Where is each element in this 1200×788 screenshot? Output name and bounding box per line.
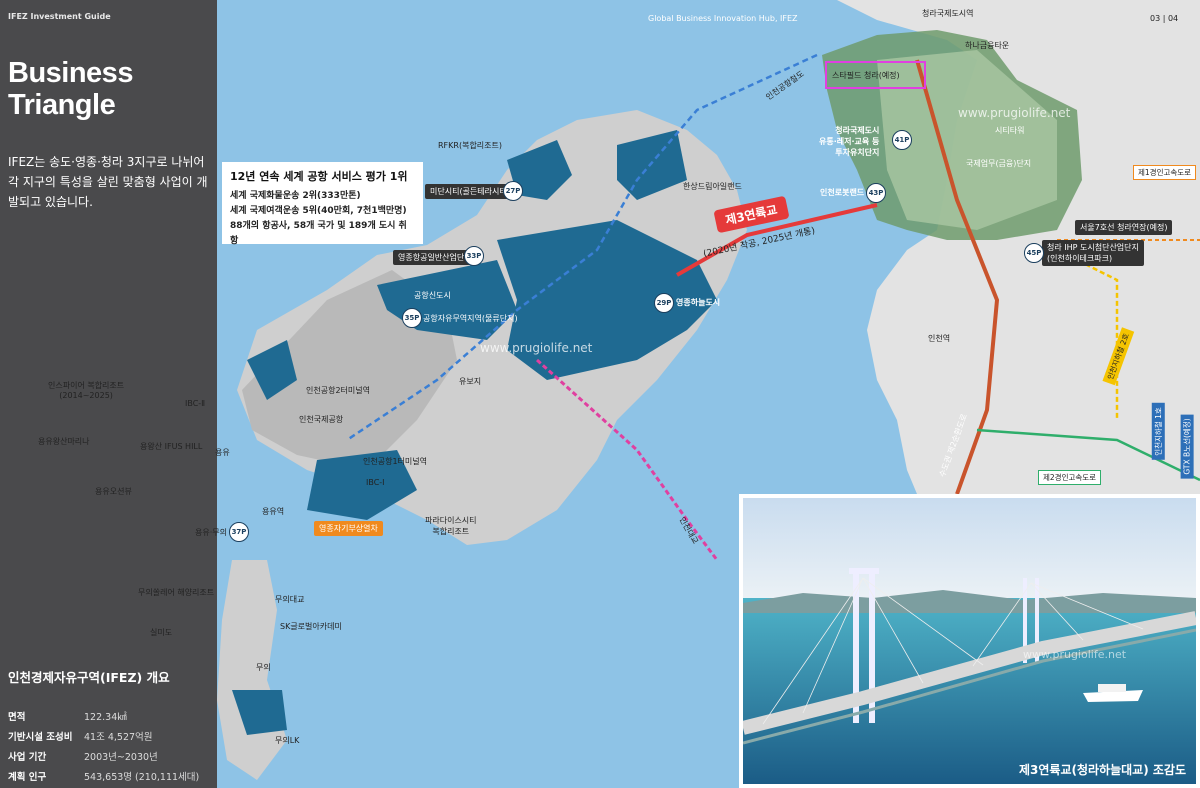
cheongna-inner bbox=[877, 50, 1057, 230]
map-label: 청라국제도시 유통·레저·교육 등 투자유치단지 bbox=[819, 126, 880, 157]
map-label: 인천국제공항 bbox=[299, 415, 344, 424]
callout-heading: 12년 연속 세계 공항 서비스 평가 1위 bbox=[230, 170, 408, 183]
stat-value: 122.34㎢ bbox=[84, 712, 127, 723]
muui-island bbox=[217, 560, 287, 780]
bridge-rendering: www.prugiolife.net bbox=[743, 498, 1196, 784]
map-label: 용유왕산마리나 bbox=[38, 437, 90, 446]
map-label: 공항자유무역지역(물류단지) bbox=[423, 314, 518, 323]
stat-row: 사업 기간 2003년~2030년 bbox=[8, 746, 213, 766]
title-line-1: Business bbox=[8, 57, 133, 89]
zone-inspire bbox=[247, 340, 297, 400]
map-label: 미단시티(골든테라시티) bbox=[425, 184, 515, 199]
watermark: www.prugiolife.net bbox=[958, 106, 1071, 120]
road-label: 제1경인고속도로 bbox=[1133, 165, 1197, 180]
title-line-2: Triangle bbox=[8, 89, 116, 121]
sudogwon-road bbox=[915, 59, 1000, 495]
stat-row: 면적 122.34㎢ bbox=[8, 706, 213, 726]
map-label: 파라다이스시티 복합리조트 bbox=[425, 516, 477, 536]
map-label: 영종하늘도시 bbox=[676, 298, 721, 307]
hub-label: Global Business Innovation Hub, IFEZ bbox=[648, 14, 798, 23]
overview-title: 인천경제자유구역(IFEZ) 개요 bbox=[8, 670, 170, 685]
stat-label: 면적 bbox=[8, 712, 26, 723]
road-label: GTX B노선(예정) bbox=[1180, 414, 1194, 479]
map-label: 용유 bbox=[215, 448, 230, 457]
airport-callout: 12년 연속 세계 공항 서비스 평가 1위 세계 국제화물운송 2위(333만… bbox=[222, 162, 423, 246]
map-label: RFKR(복합리조트) bbox=[438, 141, 503, 150]
map-label: 무의LK bbox=[275, 736, 300, 745]
stat-value: 41조 4,527억원 bbox=[84, 732, 153, 743]
map-label: 용왕산 IFUS HILL bbox=[140, 442, 203, 451]
airport-railway bbox=[346, 53, 818, 442]
map-label: 인천공항1터미널역 bbox=[363, 457, 427, 466]
watermark: www.prugiolife.net bbox=[480, 341, 593, 355]
map-label: 영종자기부상열차 bbox=[314, 521, 383, 536]
road-label: 서울7호선 청라연장(예정) bbox=[1075, 220, 1173, 235]
page-marker: 33P bbox=[464, 246, 484, 266]
callout-line: 세계 국제여객운송 5위(40만회, 7천1백만명) bbox=[230, 206, 407, 216]
muui-lk bbox=[232, 690, 287, 735]
page-marker: 43P bbox=[866, 183, 886, 203]
map-label: SK글로벌아카데미 bbox=[280, 622, 342, 631]
callout-line: 88개의 항공사, 58개 국가 및 189개 도시 취항 bbox=[230, 221, 407, 246]
inset-caption: 제3연륙교(청라하늘대교) 조감도 bbox=[1018, 763, 1186, 777]
map-label: 인천역 bbox=[928, 334, 951, 343]
map-label: 스타필드 청라(예정) bbox=[832, 71, 900, 80]
stat-value: 543,653명 (210,111세대) bbox=[84, 772, 200, 783]
map-label: 인천로봇랜드 bbox=[820, 188, 865, 197]
zone-sky-city bbox=[497, 220, 717, 380]
map-label: 한상드림아일랜드 bbox=[683, 182, 742, 191]
incheon-bridge-line bbox=[535, 358, 719, 561]
callout-line: 세계 국제화물운송 2위(333만톤) bbox=[230, 191, 361, 201]
map-label: 청라 IHP 도시첨단산업단지 (인천하이테크파크) bbox=[1042, 240, 1144, 266]
map-label: 실미도 bbox=[150, 628, 173, 637]
zone-ibc1 bbox=[307, 450, 417, 520]
bridge-rendering-inset: www.prugiolife.net 제3연륙교(청라하늘대교) 조감도 bbox=[739, 494, 1200, 788]
map-label: IBC-Ⅰ bbox=[366, 478, 385, 487]
map-label: 무의대교 bbox=[275, 595, 305, 604]
map-label: 용유오션뷰 bbox=[95, 487, 132, 496]
description: IFEZ는 송도·영종·청라 3지구로 나뉘어 각 지구의 특성을 살린 맞춤형… bbox=[8, 155, 208, 209]
page-marker: 35P bbox=[402, 308, 422, 328]
zone-midan bbox=[507, 140, 572, 200]
stat-row: 계획 인구 543,653명 (210,111세대) bbox=[8, 766, 213, 786]
road-label: 제2경인고속도로 bbox=[1038, 470, 1102, 485]
map-label: 용유·무의 bbox=[195, 528, 227, 537]
sidebar: IFEZ Investment Guide Business Triangle … bbox=[0, 0, 217, 788]
map-label: 시티타워 bbox=[995, 126, 1025, 135]
map-label: 영종항공일반산업단지 bbox=[393, 250, 477, 265]
map-canvas bbox=[217, 0, 1200, 780]
map-label: 하나금융타운 bbox=[965, 41, 1010, 50]
inset-watermark: www.prugiolife.net bbox=[1023, 648, 1127, 661]
map-label: 유보지 bbox=[459, 377, 482, 386]
map-label: 인천공항2터미널역 bbox=[306, 386, 370, 395]
map-label: 국제업무(금융)단지 bbox=[966, 159, 1032, 168]
page-marker: 45P bbox=[1024, 243, 1044, 263]
page-marker: 37P bbox=[229, 522, 249, 542]
zone-hansang bbox=[617, 130, 687, 200]
line-green bbox=[976, 428, 1200, 482]
page-title: Business Triangle bbox=[8, 57, 133, 121]
map-label: 무의쏠레어 해양리조트 bbox=[138, 588, 215, 597]
page-marker: 29P bbox=[654, 293, 674, 313]
starfield-highlight bbox=[825, 61, 926, 89]
page-marker: 27P bbox=[503, 181, 523, 201]
map-label: 용유역 bbox=[262, 507, 285, 516]
stat-label: 사업 기간 bbox=[8, 752, 47, 763]
map-label: 무의 bbox=[256, 663, 271, 672]
map-label: IBC-Ⅱ bbox=[185, 399, 206, 408]
road-label: 인천지하철 1호 bbox=[1151, 403, 1165, 460]
stat-label: 계획 인구 bbox=[8, 772, 47, 783]
page-marker: 41P bbox=[892, 130, 912, 150]
stat-label: 기반시설 조성비 bbox=[8, 732, 73, 743]
page-numbers: 03 | 04 bbox=[1150, 14, 1179, 23]
third-bridge-line bbox=[676, 203, 878, 277]
guide-label: IFEZ Investment Guide bbox=[8, 12, 111, 21]
stats-table: 면적 122.34㎢ 기반시설 조성비 41조 4,527억원 사업 기간 2003년… bbox=[8, 706, 213, 786]
stat-row: 기반시설 조성비 41조 4,527억원 bbox=[8, 726, 213, 746]
map-label: 인스파이어 복합리조트 (2014~2025) bbox=[48, 381, 125, 400]
map-label: 공항신도시 bbox=[414, 291, 451, 300]
map-label: 청라국제도시역 bbox=[922, 9, 974, 18]
stat-value: 2003년~2030년 bbox=[84, 752, 158, 763]
